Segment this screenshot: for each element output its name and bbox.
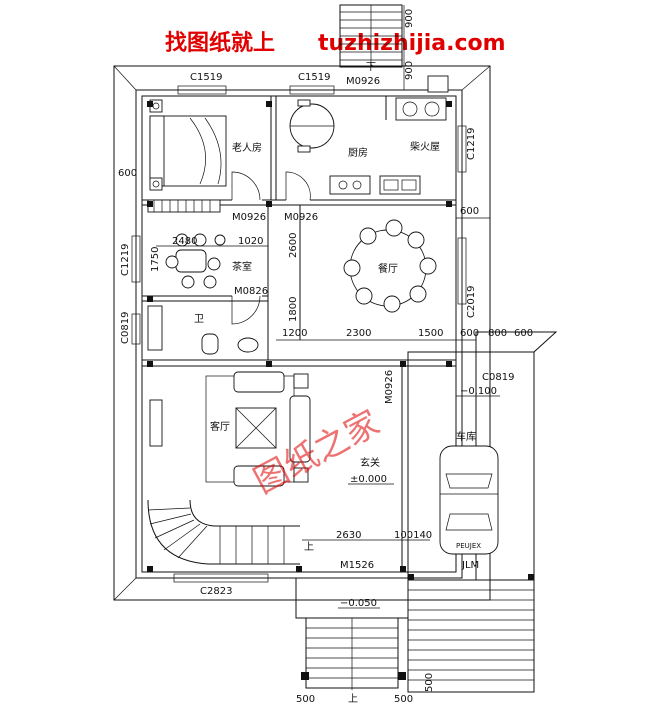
dim-2480: 2480 — [172, 236, 197, 247]
door-m0826: M0826 — [234, 286, 268, 297]
stair-up-inner: 上 — [304, 541, 314, 553]
door-swing-bedroom — [231, 171, 261, 201]
dim-2600: 2600 — [288, 233, 299, 258]
dim-600-r1: 600 — [460, 328, 479, 339]
room-dining: 餐厅 — [378, 262, 398, 275]
car-code: JLM — [461, 560, 479, 571]
dim-900-b: 900 — [404, 61, 415, 80]
dim-600-left: 600 — [118, 168, 137, 179]
dim-600-right: 600 — [460, 206, 479, 217]
window-c1519-b: C1519 — [298, 72, 330, 83]
tea-table-set — [165, 233, 226, 289]
wardrobe — [147, 199, 221, 213]
dim-1500: 1500 — [418, 328, 443, 339]
sofa-set — [205, 371, 311, 487]
dining-table — [343, 219, 437, 313]
window-c1519-a: C1519 — [190, 72, 222, 83]
door-m0926-top: M0926 — [346, 76, 380, 87]
level-entrance: −0.050 — [340, 598, 377, 609]
bed — [149, 115, 227, 187]
sink — [379, 175, 421, 195]
room-foyer: 玄关 — [360, 456, 380, 469]
dim-500-b: 500 — [394, 694, 413, 705]
dim-800-r: 800 — [488, 328, 507, 339]
dim-500-c: 500 — [424, 673, 435, 692]
cooktop — [329, 175, 371, 195]
window-c2823: C2823 — [200, 586, 232, 597]
car — [439, 445, 499, 555]
room-elder-bedroom: 老人房 — [232, 141, 262, 154]
window-c1219-right: C1219 — [466, 128, 477, 160]
window-c1219-left: C1219 — [120, 244, 131, 276]
room-living: 客厅 — [210, 420, 230, 433]
columns — [147, 101, 534, 680]
dim-2630: 2630 — [336, 530, 361, 541]
dim-500-a: 500 — [296, 694, 315, 705]
kitchen-table — [289, 99, 335, 153]
window-marks — [131, 85, 467, 583]
garage-ramp — [407, 579, 535, 693]
room-garage: 车库 — [456, 430, 476, 443]
room-tea: 茶室 — [232, 260, 252, 273]
car-plate: PEUJEX — [456, 542, 481, 550]
window-c0819-left: C0819 — [120, 312, 131, 344]
dim-1200: 1200 — [282, 328, 307, 339]
bath-fixtures — [147, 305, 259, 355]
window-c2019: C2019 — [466, 286, 477, 318]
dim-2300: 2300 — [346, 328, 371, 339]
stair-down-label: 下 — [366, 62, 376, 73]
dim-100140: 100140 — [394, 530, 432, 541]
header-watermark-cn: 找图纸就上 — [165, 30, 275, 56]
entrance-porch — [295, 577, 409, 690]
stove — [395, 97, 447, 121]
dim-600-r2: 600 — [514, 328, 533, 339]
level-foyer: ±0.000 — [350, 474, 387, 485]
room-firewood: 柴火屋 — [410, 140, 440, 153]
spiral-stair — [147, 499, 300, 565]
door-m0926-a: M0926 — [232, 212, 266, 223]
stair-up-outer: 上 — [348, 693, 358, 705]
room-bathroom: 卫 — [194, 314, 204, 325]
dim-900-a: 900 — [404, 9, 415, 28]
dim-1020: 1020 — [238, 236, 263, 247]
dim-1800: 1800 — [288, 297, 299, 322]
door-m0926-vertical: M0926 — [384, 370, 395, 404]
level-garage: −0.100 — [460, 386, 497, 397]
door-m1526: M1526 — [340, 560, 374, 571]
door-m0926-b: M0926 — [284, 212, 318, 223]
window-c0819-garage: C0819 — [482, 372, 514, 383]
top-stair — [339, 4, 403, 68]
tv-cabinet — [149, 399, 163, 447]
dim-1750: 1750 — [150, 247, 161, 272]
room-kitchen: 厨房 — [348, 146, 368, 159]
